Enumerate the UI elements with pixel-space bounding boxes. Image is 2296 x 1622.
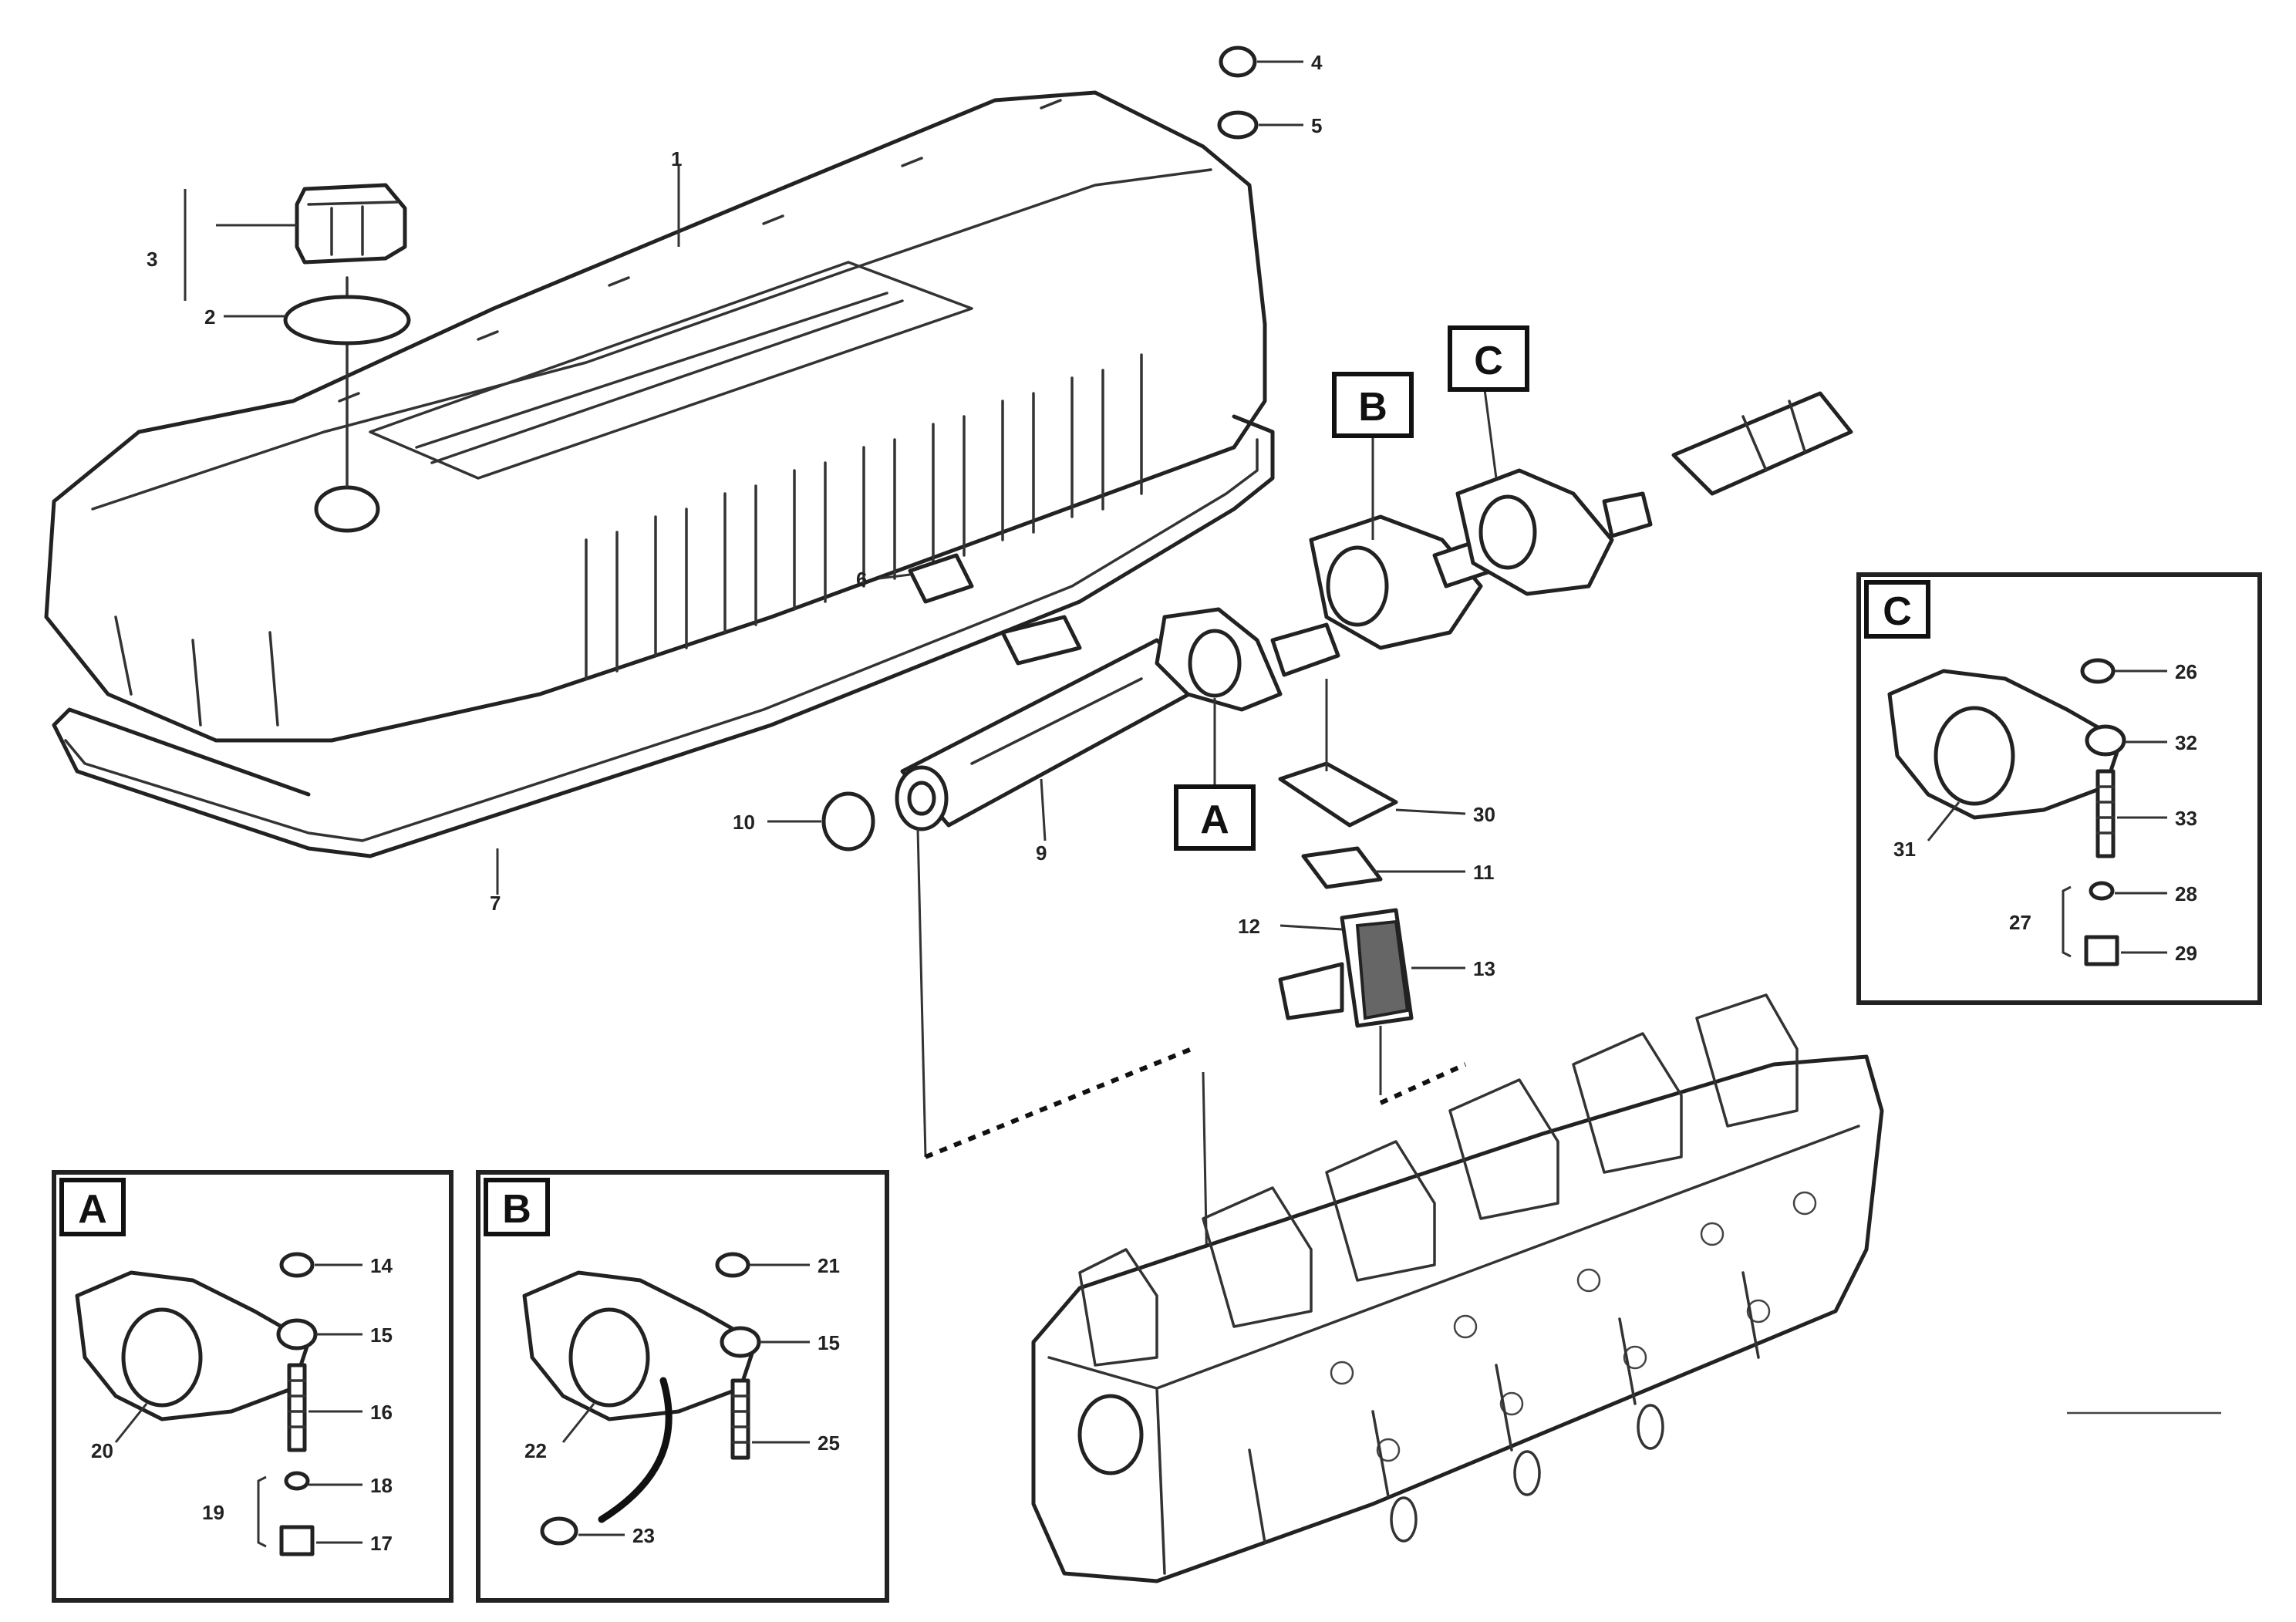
callout-22: 22 <box>524 1439 547 1462</box>
oil-filler-cap <box>295 183 407 265</box>
callout-4: 4 <box>1311 51 1323 74</box>
callout-29: 29 <box>2175 942 2197 965</box>
tag-b: B <box>1332 372 1414 540</box>
callout-28: 28 <box>2175 882 2197 905</box>
callout-19: 19 <box>202 1501 224 1524</box>
support-bracket <box>1278 761 1398 828</box>
callout-3: 3 <box>147 248 157 271</box>
callout-23: 23 <box>632 1524 655 1547</box>
callout-21: 21 <box>818 1254 840 1277</box>
detail-panel-c: C 26 32 33 28 29 27 31 <box>1856 572 2262 1005</box>
callout-1: 1 <box>671 147 682 170</box>
callout-6: 6 <box>856 568 867 591</box>
callout-2: 2 <box>204 305 215 329</box>
cover-bolt-grommet <box>908 553 1082 666</box>
detail-panel-b: B 21 15 25 23 22 <box>476 1170 889 1603</box>
callout-9: 9 <box>1036 841 1047 865</box>
callout-14: 14 <box>370 1254 393 1277</box>
callout-33: 33 <box>2175 807 2197 830</box>
callout-20: 20 <box>91 1439 113 1462</box>
callout-7: 7 <box>490 892 501 915</box>
filler-cap-o-ring <box>283 295 411 346</box>
rocker-arm-c <box>1455 468 1653 596</box>
tag-b-label: B <box>1358 385 1387 430</box>
main-callouts: 1 3 2 4 5 6 7 9 10 11 12 13 30 <box>147 51 1495 980</box>
panel-c-label: C <box>1883 589 1912 634</box>
callout-12: 12 <box>1238 915 1260 938</box>
callout-16: 16 <box>370 1401 393 1424</box>
callout-31: 31 <box>1893 838 1916 861</box>
callout-15b: 15 <box>818 1331 840 1354</box>
rocker-support-block <box>1278 908 1414 1028</box>
rocker-arm-b <box>1309 514 1495 650</box>
detail-panel-a: A 14 15 16 18 17 19 20 <box>52 1170 453 1603</box>
tag-a: A <box>1174 698 1256 851</box>
tag-c: C <box>1448 325 1529 479</box>
callout-17: 17 <box>370 1532 393 1555</box>
tag-c-label: C <box>1474 339 1503 383</box>
callout-15: 15 <box>370 1324 393 1347</box>
rocker-arm-a <box>1155 607 1340 712</box>
callout-5: 5 <box>1311 114 1322 137</box>
callout-18: 18 <box>370 1474 393 1497</box>
callout-32: 32 <box>2175 731 2197 754</box>
cover-gasket <box>52 414 1275 858</box>
callout-30: 30 <box>1473 803 1495 826</box>
callout-13: 13 <box>1473 957 1495 980</box>
cylinder-head <box>1031 993 1884 1583</box>
washer-top <box>1219 46 1257 78</box>
callout-26: 26 <box>2175 660 2197 683</box>
panel-b-label: B <box>502 1187 531 1232</box>
valve-cover <box>44 90 1267 743</box>
panel-a-label: A <box>78 1187 107 1232</box>
seal-washer <box>1217 110 1259 140</box>
callout-25: 25 <box>818 1431 840 1455</box>
callout-11: 11 <box>1473 861 1495 884</box>
callout-10: 10 <box>733 811 755 834</box>
support-washer <box>1301 846 1383 889</box>
callout-27: 27 <box>2009 911 2031 934</box>
shaft-spacer <box>1671 391 1853 496</box>
shaft-end-plug <box>821 791 875 851</box>
tag-a-label: A <box>1200 798 1229 842</box>
rocker-shaft <box>895 638 1205 831</box>
